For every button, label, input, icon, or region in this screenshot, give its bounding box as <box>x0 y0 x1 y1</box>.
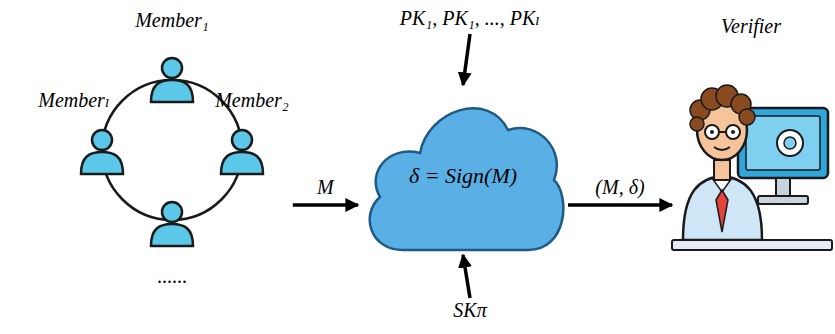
verifier-illustration <box>672 85 832 250</box>
node-label: Memberₗ <box>38 88 110 112</box>
key-list: PK₁, PK₁, ..., PKₗ <box>396 6 544 34</box>
member-icon <box>151 58 193 102</box>
node-label: Member₁ <box>135 8 209 32</box>
member-label: Member₁ <box>131 8 213 36</box>
member-label: Memberₗ <box>34 88 114 116</box>
signing-cloud: δ = Sign(M) <box>358 85 568 255</box>
node-label: Member₂ <box>215 88 289 112</box>
member-icon <box>151 202 193 246</box>
arrow <box>293 203 358 207</box>
ellipsis-label: ...... <box>157 264 187 288</box>
member-icon <box>221 130 263 174</box>
member-label: Member₂ <box>211 88 293 210</box>
edge-label: (M, δ) <box>595 175 644 199</box>
member-icon <box>81 130 123 174</box>
arrow <box>463 255 470 298</box>
edge-label: M <box>317 175 334 199</box>
arrow <box>463 34 470 85</box>
node-label: PK₁, PK₁, ..., PKₗ <box>400 6 540 30</box>
arrow <box>568 203 672 207</box>
node-label: SKπ <box>453 298 486 322</box>
node-label: Verifier <box>721 14 781 38</box>
secret-key: SKπ <box>449 298 490 326</box>
verifier: Verifier <box>672 14 830 254</box>
formula: δ = Sign(M) <box>409 163 517 189</box>
